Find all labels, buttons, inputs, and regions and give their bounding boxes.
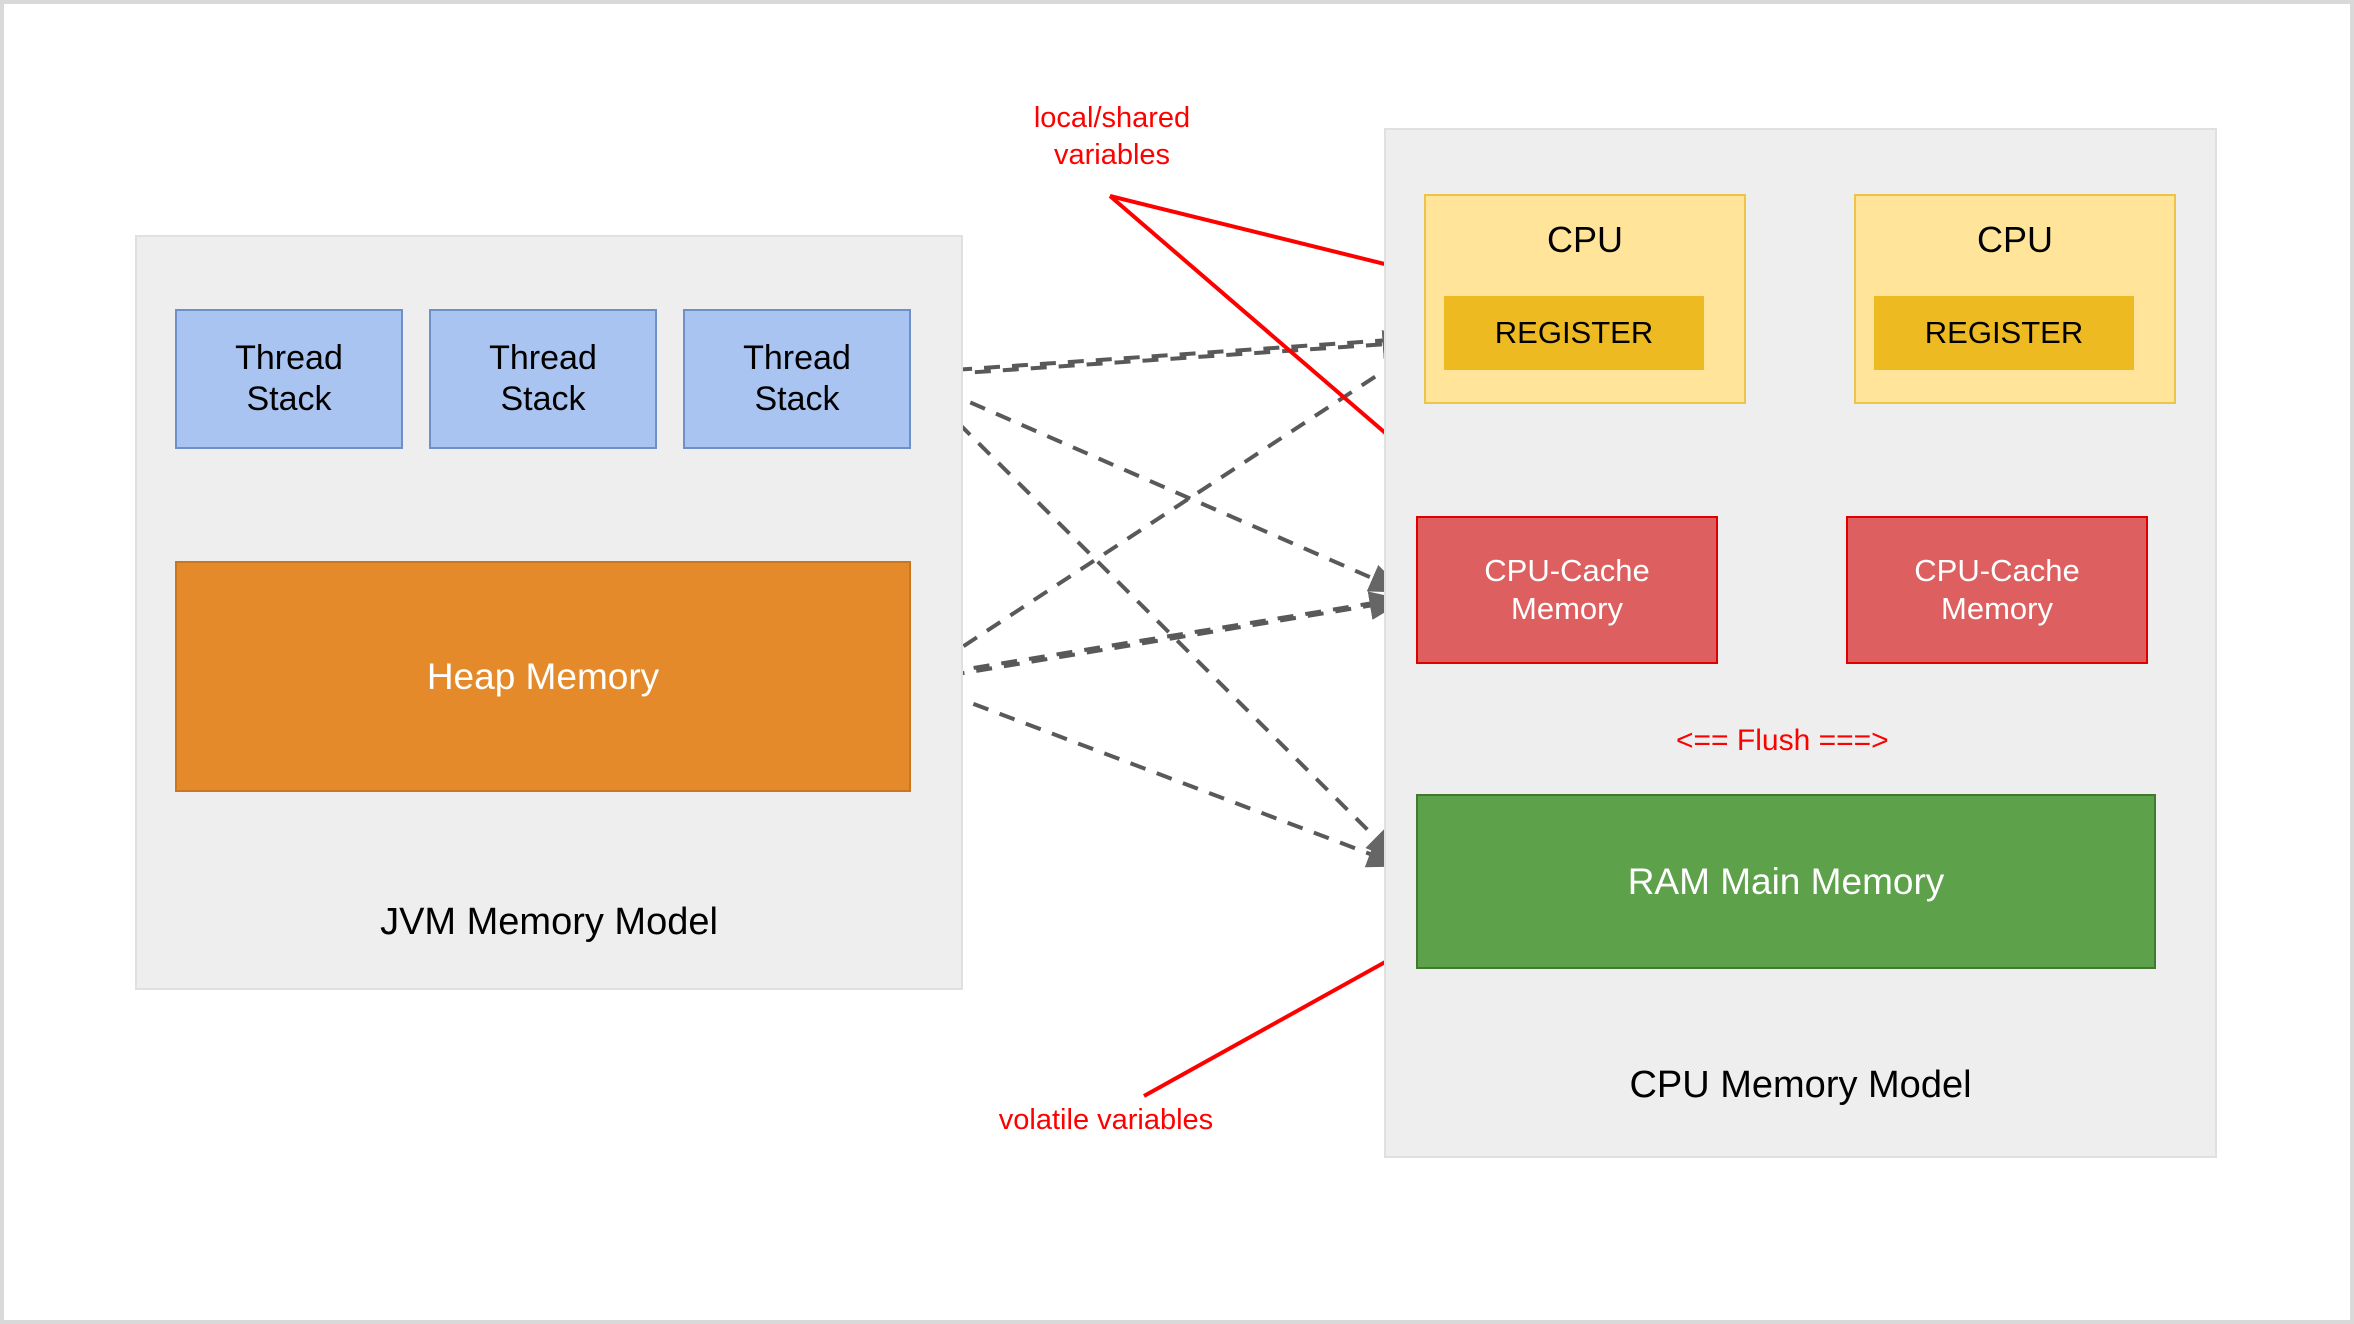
annotation-volatile-variables: volatile variables (998, 1104, 1214, 1136)
edge-heap-cache (920, 591, 1406, 685)
cpu-cache-memory-box-2: CPU-Cache Memory (1846, 516, 2148, 664)
register-box-2: REGISTER (1874, 296, 2134, 370)
annotation-local-shared-variables: local/shared variables (1033, 102, 1191, 172)
flush-label: <== Flush ===> (1676, 724, 1889, 757)
thread-stack-box-2: Thread Stack (429, 309, 657, 449)
cpu-panel-title: CPU Memory Model (1629, 1064, 1972, 1106)
cpu-cache-memory-box-1: CPU-Cache Memory (1416, 516, 1718, 664)
edge-threadstack-register (918, 329, 1420, 385)
register-box-1: REGISTER (1444, 296, 1704, 370)
edge-heap-ram (920, 682, 1404, 868)
edge-heap-register (922, 344, 1424, 674)
thread-stack-box-3: Thread Stack (683, 309, 911, 449)
thread-stack-box-1: Thread Stack (175, 309, 403, 449)
ram-main-memory-box: RAM Main Memory (1416, 794, 2156, 969)
jvm-panel-title: JVM Memory Model (380, 901, 718, 943)
edge-threadstack-ram (917, 382, 1402, 864)
edge-threadstack-cache (918, 378, 1406, 594)
heap-memory-box: Heap Memory (175, 561, 911, 792)
